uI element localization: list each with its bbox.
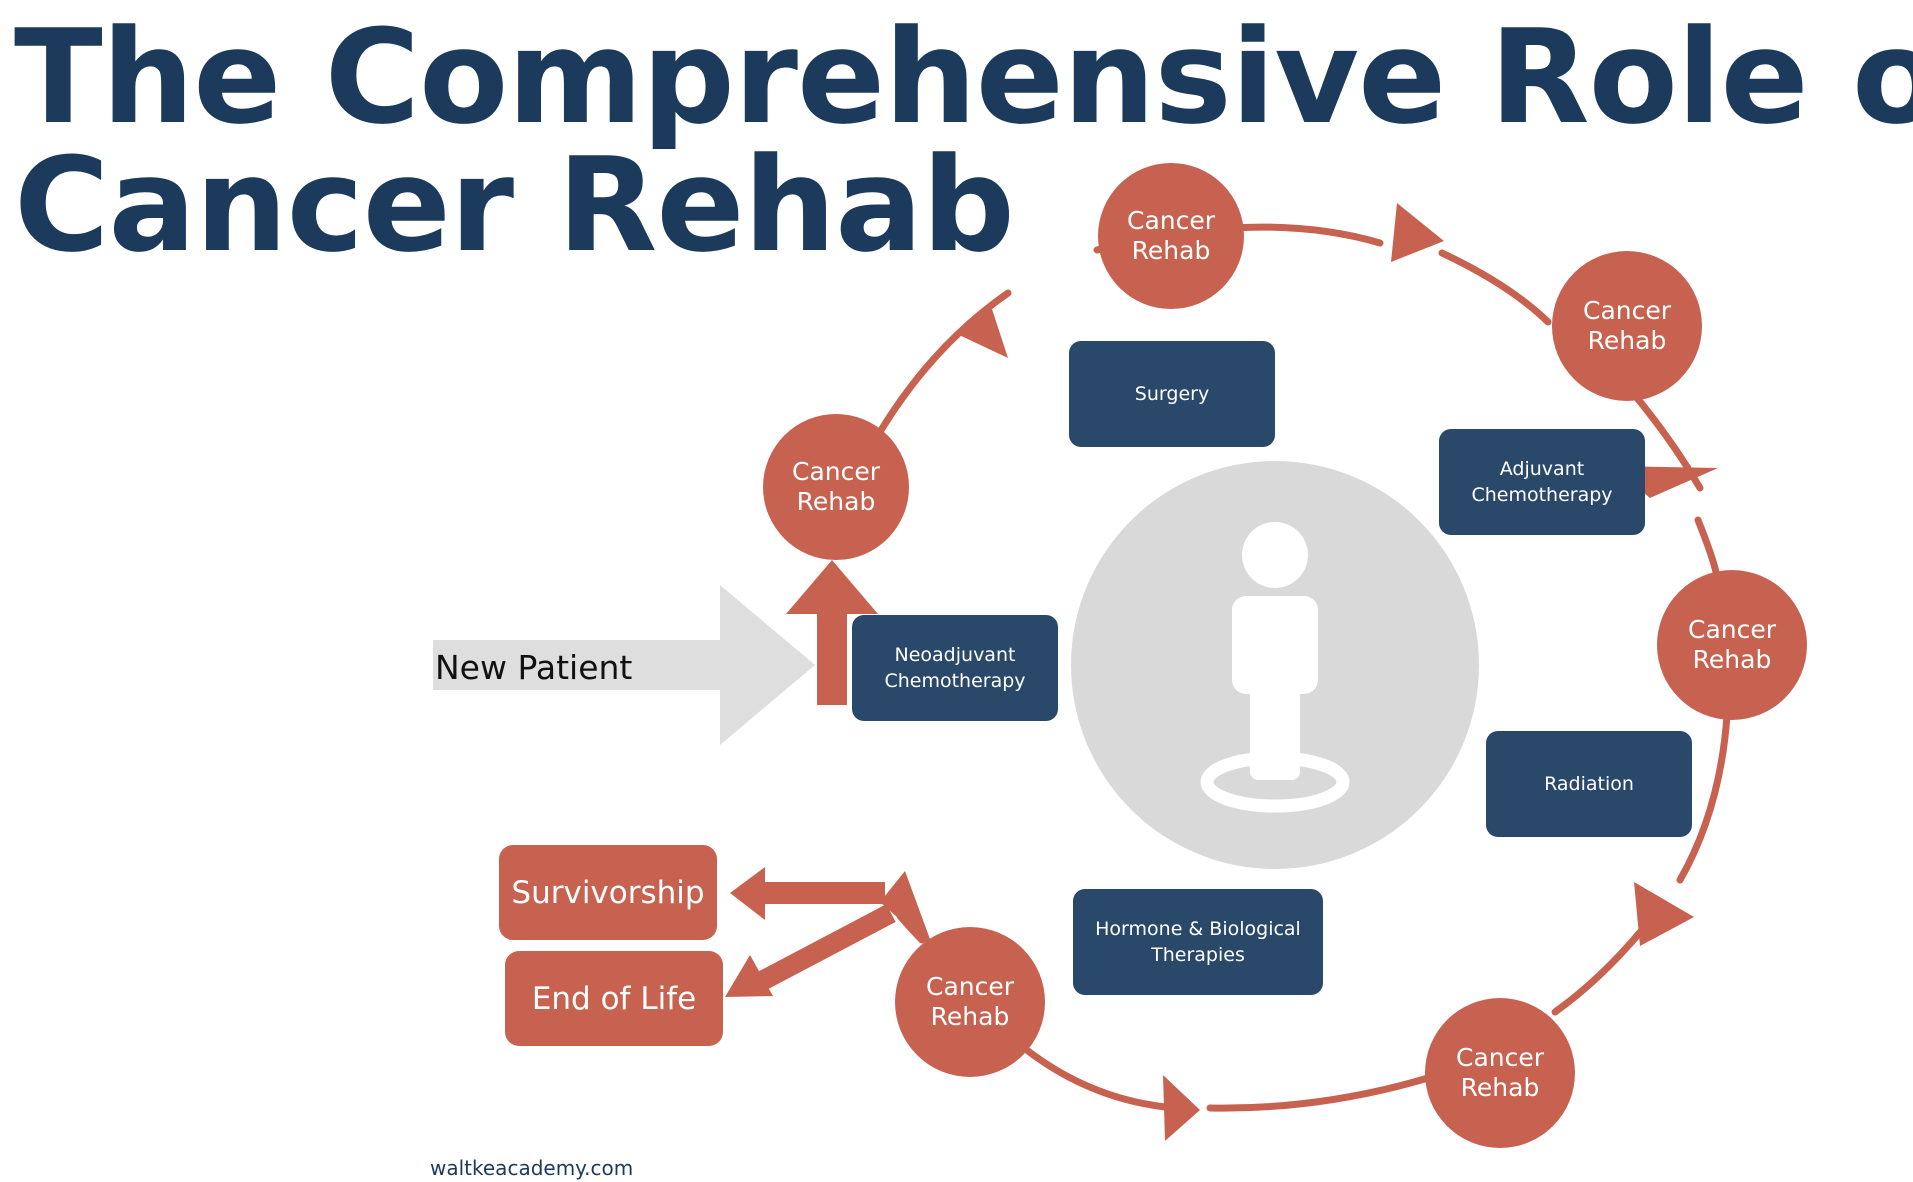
rehab-node-neoadjuvant: Cancer Rehab [763,414,909,560]
treatment-adjuvant-chemotherapy: Adjuvant Chemotherapy [1439,429,1645,535]
rehab-node-adjuvant: Cancer Rehab [1552,251,1702,401]
cycle-arrowhead-2 [1391,203,1444,262]
person-icon [1200,522,1350,813]
outcome-survivorship: Survivorship [499,845,717,940]
outcome-end-of-life: End of Life [505,951,723,1046]
cycle-arrowhead-4 [1634,882,1694,946]
treatment-hormone-biological-therapies: Hormone & Biological Therapies [1073,889,1323,995]
source-credit: waltkeacademy.com [430,1156,634,1180]
cycle-arrowhead-1 [957,303,1008,358]
entry-arrow-head [786,560,878,614]
cycle-arrowhead-5 [1163,1075,1200,1141]
page-title-line-2: Cancer Rehab [14,129,1015,281]
rehab-node-hormone: Cancer Rehab [1425,998,1575,1148]
treatment-radiation: Radiation [1486,731,1692,837]
survivorship-arrow-shaft [755,882,885,904]
rehab-node-surgery: Cancer Rehab [1098,163,1244,309]
survivorship-arrow-head [730,867,765,920]
entry-arrow-shaft [817,612,847,705]
treatment-neoadjuvant-chemotherapy: Neoadjuvant Chemotherapy [852,615,1058,721]
cycle-arc-3 [1438,249,1552,326]
rehab-node-radiation: Cancer Rehab [1657,570,1807,720]
end-of-life-arrow-head [725,955,773,997]
cycle-arc-8 [1206,1074,1432,1112]
end-of-life-arrow-shaft [755,904,896,991]
new-patient-arrow [433,585,815,745]
new-patient-label: New Patient [435,648,633,687]
rehab-node-exit: Cancer Rehab [895,927,1045,1077]
cycle-arc-6 [1676,712,1731,884]
cycle-arrowhead-6 [880,871,934,950]
cycle-arc-5 [1694,516,1720,576]
page-title-line-1: The Comprehensive Role of [14,1,1913,153]
cycle-arc-9 [1024,1047,1169,1111]
treatment-surgery: Surgery [1069,341,1275,447]
cycle-arc-7 [1551,926,1646,1016]
